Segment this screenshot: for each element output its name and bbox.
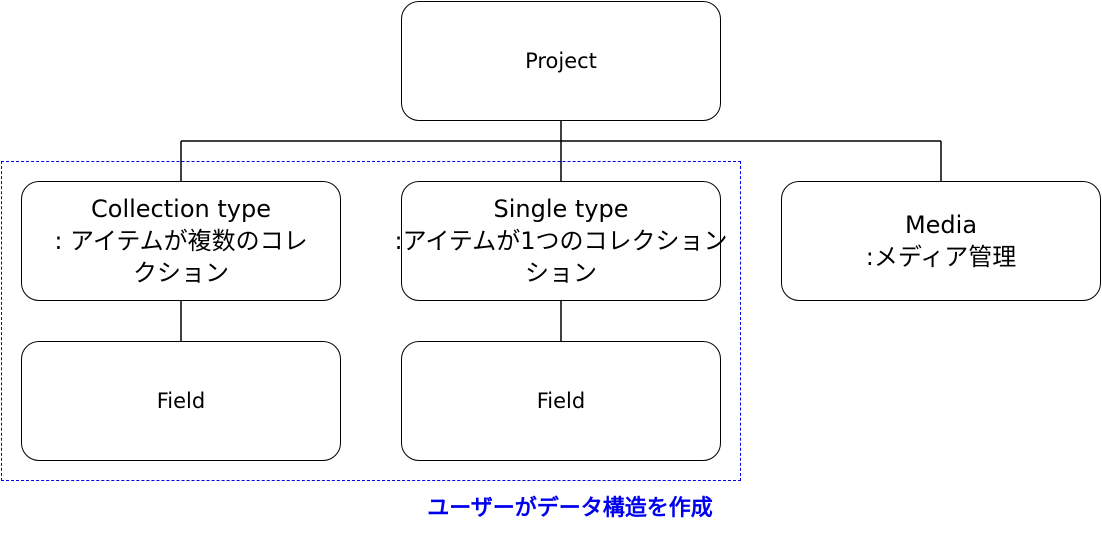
single-type-desc-line2: ション (525, 259, 597, 287)
project-label: Project (525, 49, 597, 73)
media-node[interactable]: Media :メディア管理 (781, 181, 1101, 301)
collection-type-desc-line2: クション (133, 259, 229, 287)
single-type-title: Single type (493, 195, 629, 223)
media-title: Media (904, 211, 978, 239)
single-field-node[interactable]: Field (401, 341, 721, 461)
user-defined-structure-group (1, 161, 741, 481)
single-type-desc-line1: :アイテムが1つのコレクション (394, 227, 728, 255)
collection-field-label: Field (156, 389, 206, 413)
single-field-label: Field (536, 389, 586, 413)
user-group-label: ユーザーがデータ構造を作成 (427, 496, 713, 521)
media-desc: :メディア管理 (865, 243, 1017, 271)
collection-type-desc-line1: : アイテムが複数のコレ (54, 227, 308, 255)
collection-field-node[interactable]: Field (21, 341, 341, 461)
project-node[interactable]: Project (401, 1, 721, 121)
collection-type-title: Collection type (91, 195, 271, 223)
collection-type-node[interactable]: Collection type : アイテムが複数のコレ クション (21, 181, 341, 301)
single-type-node[interactable]: Single type :アイテムが1つのコレクション ション (395, 181, 727, 301)
